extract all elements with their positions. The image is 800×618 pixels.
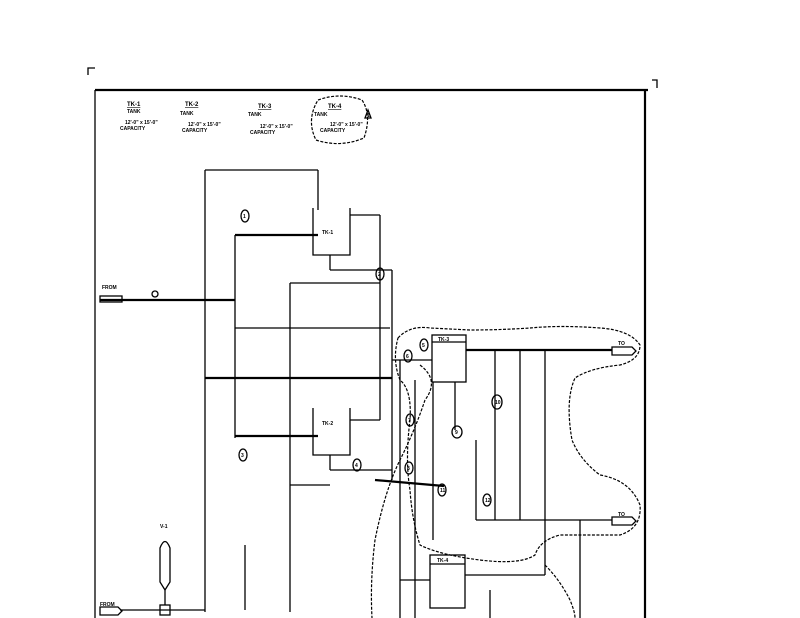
instrument-bubble: 5 bbox=[419, 338, 429, 352]
tank-right-upper: TK-3 bbox=[431, 334, 467, 383]
instrument-bubble: 10 bbox=[491, 394, 503, 410]
instrument-bubbles: 1 2 3 4 5 6 7 8 9 10 11 12 bbox=[238, 209, 503, 507]
outlet-lower: TO bbox=[611, 512, 637, 526]
inlet-main: FROM bbox=[99, 285, 159, 303]
diagram-label: 1 bbox=[367, 113, 370, 119]
diagram-label: 5 bbox=[422, 343, 425, 349]
diagram-label: TK-3 bbox=[258, 104, 272, 110]
outlet-upper: TO bbox=[611, 341, 637, 356]
diagram-label: 3 bbox=[241, 453, 244, 459]
diagram-label: 12'-0" x 15'-0" bbox=[330, 122, 363, 128]
inlet-bottom: FROM bbox=[99, 602, 123, 616]
diagram-label: CAPACITY bbox=[250, 130, 276, 136]
diagram-label: 9 bbox=[455, 430, 458, 436]
diagram-label: 1 bbox=[243, 214, 246, 220]
diagram-label: TK-1 bbox=[322, 230, 333, 236]
tank-right-lower: TK-4 bbox=[429, 554, 466, 609]
diagram-label: 12'-0" x 15'-0" bbox=[125, 120, 158, 126]
tank-upper: TK-1 bbox=[312, 208, 351, 256]
instrument-bubble: 4 bbox=[352, 458, 362, 472]
instrument-bubble: 2 bbox=[375, 267, 385, 281]
instrument-bubble: 9 bbox=[451, 425, 463, 439]
instrument-bubble: 11 bbox=[437, 483, 447, 497]
diagram-label: TANK bbox=[127, 109, 141, 115]
diagram-label: 6 bbox=[406, 354, 409, 360]
diagram-label: FROM bbox=[102, 285, 117, 291]
diagram-label: TK-4 bbox=[437, 558, 448, 564]
tank-lower: TK-2 bbox=[312, 408, 351, 456]
revision-clouds bbox=[370, 325, 641, 618]
diagram-label: 4 bbox=[355, 463, 358, 469]
diagram-label: TK-3 bbox=[438, 337, 449, 343]
diagram-label: 8 bbox=[407, 466, 410, 472]
diagram-label: TANK bbox=[248, 112, 262, 118]
stream-marker-icon bbox=[151, 290, 159, 298]
diagram-label: TANK bbox=[314, 112, 328, 118]
diagram-label: TANK bbox=[180, 111, 194, 117]
diagram-label: 12 bbox=[485, 498, 491, 504]
diagram-label: FROM bbox=[100, 602, 115, 608]
diagram-label: TO bbox=[618, 512, 625, 518]
instrument-bubble: 1 bbox=[240, 209, 250, 223]
diagram-label: 2 bbox=[378, 272, 381, 278]
diagram-label: CAPACITY bbox=[120, 126, 146, 132]
piping bbox=[100, 169, 612, 618]
instrument-bubble: 6 bbox=[403, 349, 413, 363]
drawing-border bbox=[87, 67, 658, 618]
instrument-bubble: 12 bbox=[482, 493, 492, 507]
revision-triangle-icon bbox=[364, 108, 372, 119]
diagram-label: 10 bbox=[495, 400, 501, 406]
diagram-label: CAPACITY bbox=[182, 128, 208, 134]
instrument-bubble: 8 bbox=[404, 461, 414, 475]
diagram-label: TK-2 bbox=[322, 421, 333, 427]
diagram-label: TK-1 bbox=[127, 102, 141, 108]
diagram-label: CAPACITY bbox=[320, 128, 346, 134]
diagram-label: TO bbox=[618, 341, 625, 347]
diagram-label: TK-2 bbox=[185, 102, 199, 108]
diagram-label: TK-4 bbox=[328, 104, 342, 110]
diagram-label: 12'-0" x 15'-0" bbox=[260, 124, 293, 130]
equipment-legend: TK-1 TANK 12'-0" x 15'-0" CAPACITY TK-2 … bbox=[120, 95, 372, 145]
diagram-label: 12'-0" x 15'-0" bbox=[188, 122, 221, 128]
diagram-label: 11 bbox=[440, 488, 446, 494]
diagram-label: V-1 bbox=[160, 524, 168, 530]
vertical-vessel: V-1 bbox=[159, 524, 171, 616]
instrument-bubble: 3 bbox=[238, 448, 248, 462]
